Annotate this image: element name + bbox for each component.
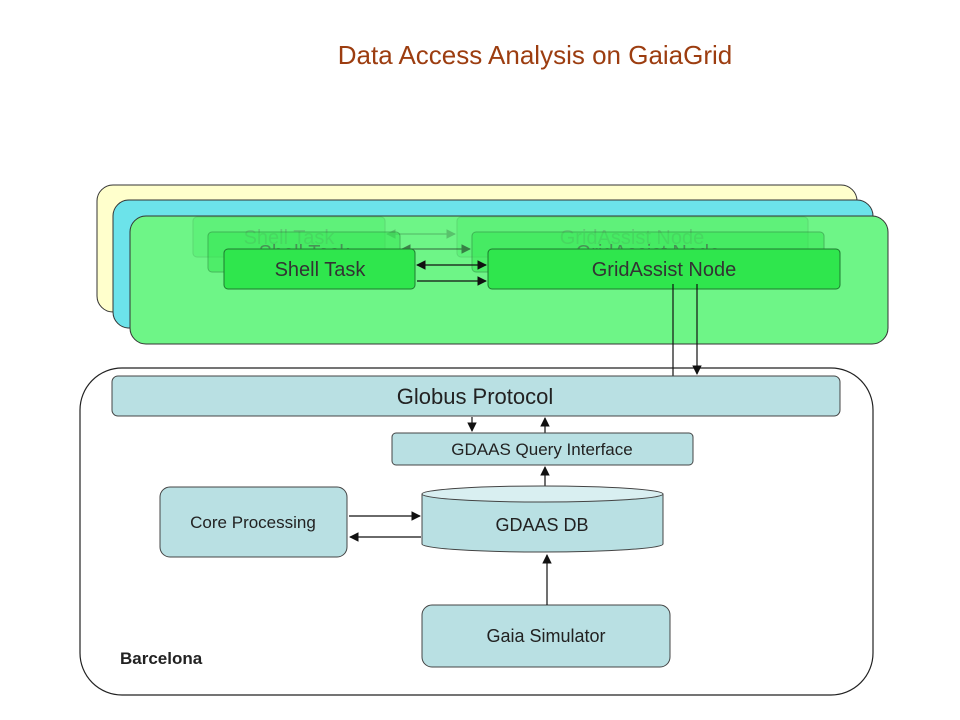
barcelona-label: Barcelona xyxy=(120,649,203,668)
globus-protocol-label: Globus Protocol xyxy=(397,384,554,409)
core-processing-label: Core Processing xyxy=(190,513,316,532)
gaia-simulator-label: Gaia Simulator xyxy=(486,626,605,646)
gridassist-node-label: GridAssist Node xyxy=(592,259,737,281)
gdaas-db-label: GDAAS DB xyxy=(495,515,588,535)
gridassist-node-box xyxy=(487,248,841,290)
query-interface-label: GDAAS Query Interface xyxy=(451,440,632,459)
shell-task-box xyxy=(223,248,416,290)
query-interface-box xyxy=(391,432,694,466)
grid-layer-front: Shell Task GridAssist Node xyxy=(223,248,841,290)
core-processing-box xyxy=(159,486,348,558)
gdaas-db-cylinder xyxy=(421,485,664,553)
gaia-simulator-box xyxy=(421,604,671,668)
globus-protocol-box xyxy=(111,375,841,417)
page-title: Data Access Analysis on GaiaGrid xyxy=(338,40,733,70)
shell-task-label: Shell Task xyxy=(275,259,367,281)
